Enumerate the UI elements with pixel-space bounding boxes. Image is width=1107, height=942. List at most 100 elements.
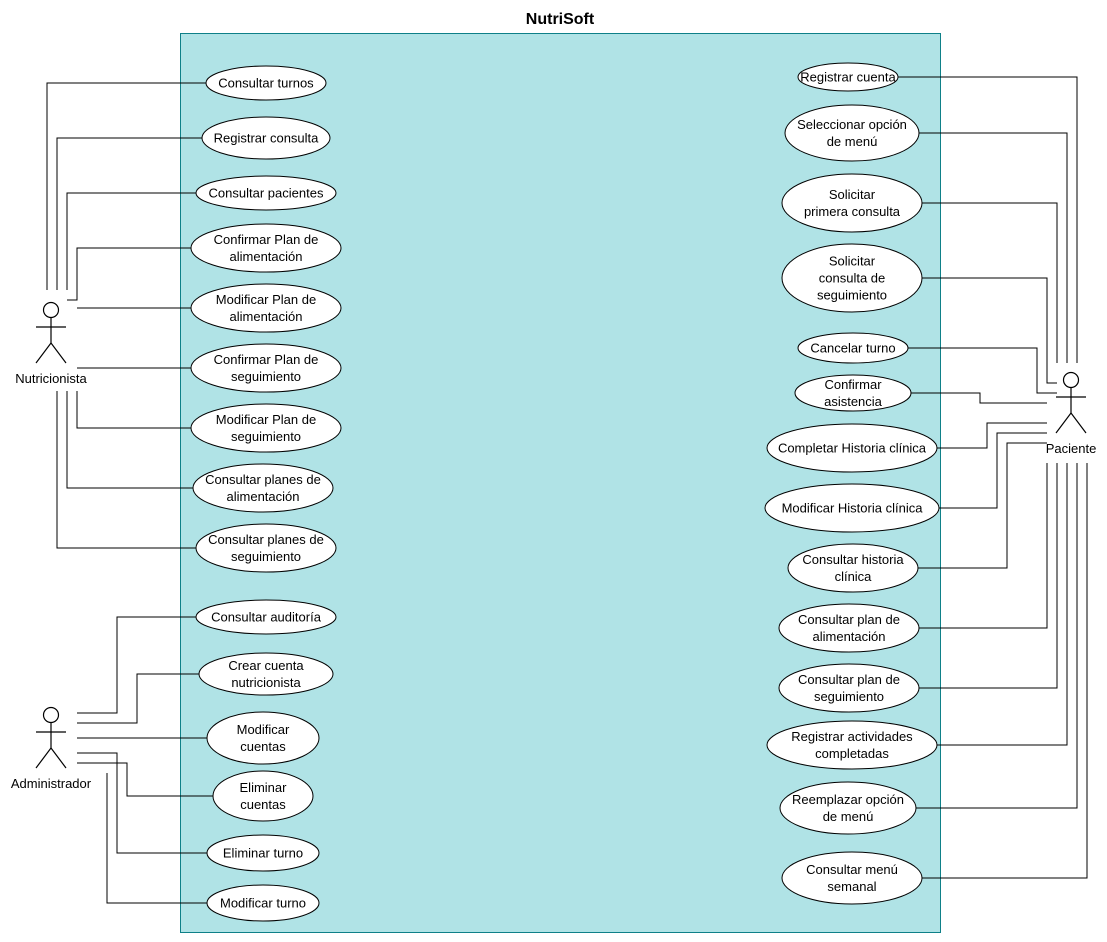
use-case-solicitar-primera-consulta: Solicitar primera consulta: [781, 173, 923, 233]
use-case-consultar-turnos: Consultar turnos: [205, 65, 327, 101]
use-case-label: Cancelar turno: [810, 341, 895, 356]
use-case-label: Solicitar: [829, 254, 876, 269]
actor-label: Administrador: [11, 776, 92, 791]
use-case-label: seguimiento: [231, 369, 301, 384]
use-case-label: Registrar consulta: [214, 131, 320, 146]
use-case-label: Consultar historia: [802, 552, 904, 567]
association-lines: [46, 76, 1088, 904]
use-case-label: Modificar Historia clínica: [782, 501, 924, 516]
association-consultar-menu-semanal: [922, 463, 1088, 879]
use-case-ellipse: [781, 173, 923, 233]
use-case-ellipse: [784, 104, 920, 162]
actor-stick: [35, 342, 52, 364]
use-case-ellipse: [794, 374, 912, 412]
use-case-label: Solicitar: [829, 187, 876, 202]
use-case-ellipse: [764, 483, 940, 533]
use-case-label: cuentas: [240, 739, 286, 754]
use-case-ellipse: [192, 463, 334, 513]
use-case-registrar-cuenta: Registrar cuenta: [797, 62, 899, 92]
use-case-label: Modificar Plan de: [216, 412, 316, 427]
use-case-ellipse: [797, 332, 909, 364]
use-case-ellipse: [206, 884, 320, 922]
actor-head: [42, 706, 60, 724]
actor-paci: Paciente: [1046, 371, 1097, 456]
use-case-label: Confirmar Plan de: [214, 352, 319, 367]
use-case-ellipse: [787, 543, 919, 593]
use-case-ellipse: [206, 711, 320, 765]
use-case-label: Seleccionar opción: [797, 117, 907, 132]
use-case-label: Consultar plan de: [798, 612, 900, 627]
use-case-label: completadas: [815, 746, 889, 761]
use-case-label: Registrar cuenta: [800, 70, 896, 85]
association-modificar-historia-clinica: [939, 432, 1047, 509]
use-case-label: Confirmar Plan de: [214, 232, 319, 247]
association-seleccionar-opcion-menu: [919, 132, 1068, 363]
use-case-ellipse: [766, 423, 938, 473]
actor-stick: [1055, 412, 1072, 434]
use-case-label: Consultar pacientes: [209, 186, 324, 201]
use-case-label: seguimiento: [231, 549, 301, 564]
use-case-label: Registrar actividades: [791, 729, 913, 744]
association-eliminar-turno: [77, 752, 207, 854]
use-case-completar-historia-clinica: Completar Historia clínica: [766, 423, 938, 473]
system-title: NutriSoft: [526, 11, 595, 28]
use-case-label: Consultar auditoría: [211, 610, 322, 625]
use-case-label: Consultar planes de: [208, 532, 324, 547]
use-case-confirmar-plan-seguimiento: Confirmar Plan de seguimiento: [190, 343, 342, 393]
use-case-label: Completar Historia clínica: [778, 441, 927, 456]
use-case-seleccionar-opcion-menu: Seleccionar opción de menú: [784, 104, 920, 162]
association-consultar-pacientes: [66, 192, 196, 290]
use-case-registrar-consulta: Registrar consulta: [201, 116, 331, 160]
use-case-ellipse: [195, 599, 337, 635]
actor-nutri: Nutricionista: [15, 301, 88, 386]
association-confirmar-asistencia: [911, 392, 1047, 404]
use-case-ellipse: [195, 523, 337, 573]
use-case-label: de menú: [827, 134, 878, 149]
use-case-ellipse: [781, 243, 923, 313]
use-case-ellipse: [201, 116, 331, 160]
use-case-label: Consultar planes de: [205, 472, 321, 487]
use-case-label: alimentación: [230, 249, 303, 264]
use-case-ellipse: [779, 781, 917, 835]
use-case-label: de menú: [823, 809, 874, 824]
association-cancelar-turno: [908, 347, 1057, 394]
use-case-cancelar-turno: Cancelar turno: [797, 332, 909, 364]
use-case-label: Crear cuenta: [228, 658, 304, 673]
use-case-ellipse: [766, 720, 938, 770]
use-case-label: Eliminar: [240, 780, 288, 795]
use-case-consultar-planes-alimentacion: Consultar planes de alimentación: [192, 463, 334, 513]
use-case-label: alimentación: [227, 489, 300, 504]
use-case-label: primera consulta: [804, 204, 901, 219]
use-case-eliminar-turno: Eliminar turno: [206, 834, 320, 872]
actor-stick: [35, 747, 52, 769]
use-case-ellipse: [205, 65, 327, 101]
association-consultar-planes-alimentacion: [66, 391, 193, 489]
use-case-ellipse: [190, 283, 342, 333]
use-case-label: asistencia: [824, 394, 883, 409]
use-case-label: semanal: [827, 879, 876, 894]
use-case-consultar-auditoria: Consultar auditoría: [195, 599, 337, 635]
use-case-label: Reemplazar opción: [792, 792, 904, 807]
association-confirmar-plan-alimentacion: [67, 247, 191, 301]
association-eliminar-cuentas: [77, 762, 213, 797]
association-modificar-turno: [106, 773, 207, 904]
use-case-confirmar-plan-alimentacion: Confirmar Plan de alimentación: [190, 223, 342, 273]
actor-head: [42, 301, 60, 319]
use-case-ellipse: [190, 403, 342, 453]
actor-label: Paciente: [1046, 441, 1097, 456]
use-case-label: Consultar turnos: [218, 76, 314, 91]
association-consultar-turnos: [46, 82, 206, 290]
use-case-ellipse: [195, 175, 337, 211]
use-case-label: cuentas: [240, 797, 286, 812]
association-registrar-actividades-completadas: [937, 463, 1068, 746]
use-case-registrar-actividades-completadas: Registrar actividades completadas: [766, 720, 938, 770]
use-case-ellipse: [198, 652, 334, 696]
